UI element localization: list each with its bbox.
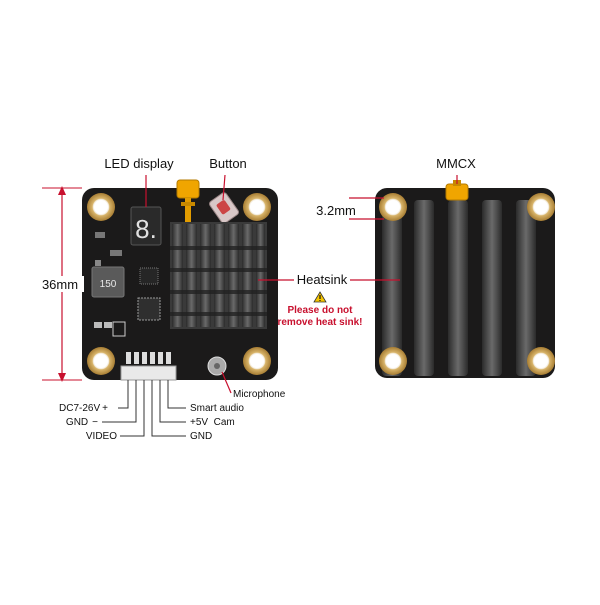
ic-chip-small — [139, 267, 159, 285]
label-board-size: 36mm — [42, 277, 78, 292]
arrow-down-icon — [58, 373, 66, 382]
front-heatsink-fins — [170, 224, 267, 327]
smd-component — [110, 250, 122, 256]
pin-label-gnd-left: GND− — [66, 417, 98, 428]
mmcx-pin — [185, 198, 191, 224]
back-hole-inner — [534, 200, 548, 214]
pin-label-power: DC7-26V+ — [59, 403, 108, 414]
inductor-marking: 150 — [100, 279, 117, 290]
pin-label-video: VIDEO — [86, 431, 117, 442]
label-heatsink: Heatsink — [297, 272, 348, 287]
mount-hole-inner — [250, 200, 264, 214]
label-mmcx: MMCX — [436, 156, 476, 171]
warning-line1: Please do not — [287, 305, 353, 316]
leader-microphone — [221, 371, 232, 394]
connector-header — [120, 365, 177, 381]
push-button-cap — [216, 200, 231, 215]
smd-component — [95, 260, 101, 266]
warning-triangle-icon — [313, 291, 327, 303]
back-hole-inner — [534, 354, 548, 368]
smd-component — [95, 232, 105, 238]
label-button: Button — [209, 156, 247, 171]
dimension-label-bg — [40, 276, 84, 292]
annotations: LED display Button MMCX 3.2mm Heatsink P… — [40, 156, 476, 442]
mount-hole-inner — [94, 200, 108, 214]
mmcx-connector-front — [176, 179, 200, 199]
mount-hole-inner — [250, 354, 264, 368]
pin-label-5v-cam: +5V Cam — [190, 417, 235, 428]
back-board — [375, 180, 555, 378]
mmcx-connector-back — [445, 183, 469, 201]
front-board: 8. 150 — [82, 179, 278, 381]
back-hole-inner — [386, 354, 400, 368]
back-hole-inner — [386, 200, 400, 214]
pin-label-gnd-right: GND — [190, 431, 212, 442]
label-hole-size: 3.2mm — [316, 203, 356, 218]
pin-label-smart-audio: Smart audio — [190, 403, 244, 414]
inductor-chip — [91, 266, 125, 298]
smd-component — [112, 321, 126, 337]
mmcx-base — [181, 202, 195, 206]
smd-pad — [104, 322, 112, 328]
leader-button — [222, 174, 226, 201]
smd-pad — [94, 322, 102, 328]
pin-leaders — [102, 380, 186, 437]
ic-chip — [137, 297, 161, 321]
arrow-up-icon — [58, 186, 66, 195]
back-heatsink — [382, 200, 536, 376]
label-led-display: LED display — [104, 156, 174, 171]
warning-line2: remove heat sink! — [277, 317, 362, 328]
microphone-hole — [214, 363, 220, 369]
connector-pins — [126, 352, 171, 364]
led-digit: 8. — [135, 214, 157, 244]
label-microphone: Microphone — [233, 389, 286, 400]
mount-hole-inner — [94, 354, 108, 368]
